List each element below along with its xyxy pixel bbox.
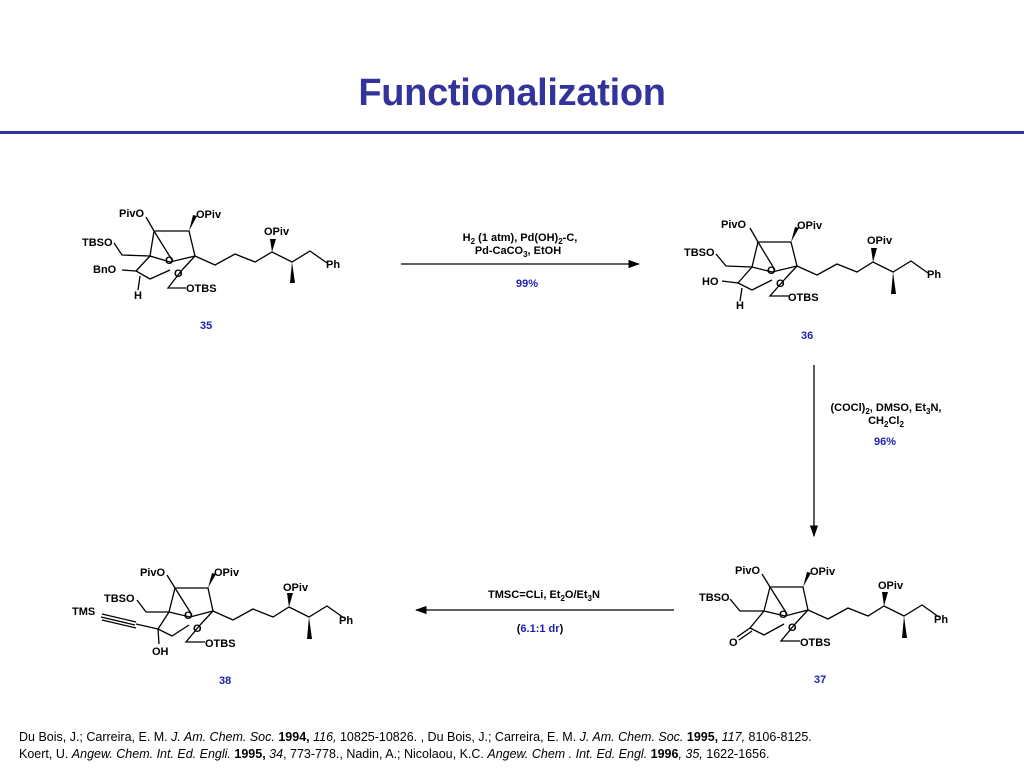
compound-38-wedge — [307, 617, 312, 639]
reaction-conditions: Pd-CaCO3, EtOH — [475, 245, 561, 259]
label-otbs: OTBS — [205, 638, 236, 650]
compound-37-wedge — [882, 592, 888, 606]
label-ph: Ph — [927, 269, 941, 281]
reaction-yield: (6.1:1 dr) — [517, 623, 564, 635]
reaction-conditions: (COCl)2, DMSO, Et3N, — [831, 402, 942, 416]
label-ring-oxygen: O — [779, 609, 788, 621]
compound-38-wedge — [208, 573, 216, 588]
compound-38: PivO OPiv OPiv TBSO TMS O O OTBS OH Ph 3… — [72, 567, 353, 687]
label-h: H — [736, 300, 744, 312]
compound-37-wedge — [902, 616, 907, 638]
label-opiv: OPiv — [878, 580, 904, 592]
label-pivo: PivO — [735, 565, 761, 577]
compound-36-wedge — [891, 272, 896, 294]
compound-37-wedge — [803, 572, 811, 587]
label-opiv: OPiv — [214, 567, 240, 579]
compound-36-wedge — [791, 227, 799, 242]
reaction-yield: 96% — [874, 436, 896, 448]
compound-38-wedge — [287, 593, 293, 607]
label-opiv: OPiv — [264, 226, 290, 238]
label-tbso: TBSO — [699, 592, 730, 604]
label-pivo: PivO — [119, 208, 145, 220]
compound-number: 37 — [814, 674, 826, 686]
compound-38-bonds — [100, 574, 345, 645]
label-tbso: TBSO — [104, 593, 135, 605]
compound-36: PivO OPiv OPiv TBSO HO O O OTBS H Ph 36 — [684, 219, 941, 342]
reaction-conditions: H2 (1 atm), Pd(OH)2-C, — [463, 232, 578, 246]
label-opiv: OPiv — [797, 220, 823, 232]
label-opiv: OPiv — [283, 582, 309, 594]
label-otbs: OTBS — [800, 637, 831, 649]
compound-35: PivO OPiv OPiv TBSO BnO O O OTBS H Ph 35 — [82, 208, 340, 332]
label-bridge-oxygen: O — [174, 268, 183, 280]
compound-36-wedge — [871, 248, 877, 262]
references: Du Bois, J.; Carreira, E. M. J. Am. Chem… — [19, 729, 1009, 763]
compound-35-wedge — [290, 262, 295, 283]
label-bridge-oxygen: O — [776, 278, 785, 290]
label-tms: TMS — [72, 606, 95, 618]
label-otbs: OTBS — [186, 283, 217, 295]
compound-35-bonds — [113, 216, 328, 291]
compound-37: PivO OPiv OPiv TBSO O O O OTBS Ph 37 — [699, 565, 948, 686]
label-h: H — [134, 290, 142, 302]
reference-line: Koert, U. Angew. Chem. Int. Ed. Engli. 1… — [19, 747, 770, 761]
label-ring-oxygen: O — [165, 255, 174, 267]
reaction-conditions: CH2Cl2 — [868, 415, 904, 429]
label-bridge-oxygen: O — [193, 623, 202, 635]
label-pivo: PivO — [721, 219, 747, 231]
compound-37-bonds — [729, 573, 940, 642]
label-opiv: OPiv — [867, 235, 893, 247]
compound-35-wedge — [189, 215, 197, 231]
label-ph: Ph — [339, 615, 353, 627]
compound-number: 35 — [200, 320, 212, 332]
compound-35-wedge — [270, 239, 276, 252]
label-opiv: OPiv — [810, 566, 836, 578]
label-ring-oxygen: O — [184, 610, 193, 622]
label-otbs: OTBS — [788, 292, 819, 304]
compound-number: 38 — [219, 675, 231, 687]
label-ketone-oxygen: O — [729, 637, 738, 649]
label-pivo: PivO — [140, 567, 166, 579]
label-ho: HO — [702, 276, 719, 288]
label-ph: Ph — [326, 259, 340, 271]
label-tbso: TBSO — [684, 247, 715, 259]
label-ph: Ph — [934, 614, 948, 626]
label-ring-oxygen: O — [767, 265, 776, 277]
reaction-yield: 99% — [516, 278, 538, 290]
label-tbso: TBSO — [82, 237, 113, 249]
label-bno: BnO — [93, 264, 117, 276]
compound-number: 36 — [801, 330, 813, 342]
compound-36-bonds — [715, 227, 929, 302]
slide-title: Functionalization — [358, 72, 666, 114]
label-opiv: OPiv — [196, 209, 222, 221]
label-bridge-oxygen: O — [788, 622, 797, 634]
reference-line: Du Bois, J.; Carreira, E. M. J. Am. Chem… — [19, 730, 812, 744]
label-oh: OH — [152, 646, 169, 658]
reaction-conditions: TMSC=CLi, Et2O/Et3N — [488, 589, 600, 603]
title-divider — [0, 131, 1024, 134]
